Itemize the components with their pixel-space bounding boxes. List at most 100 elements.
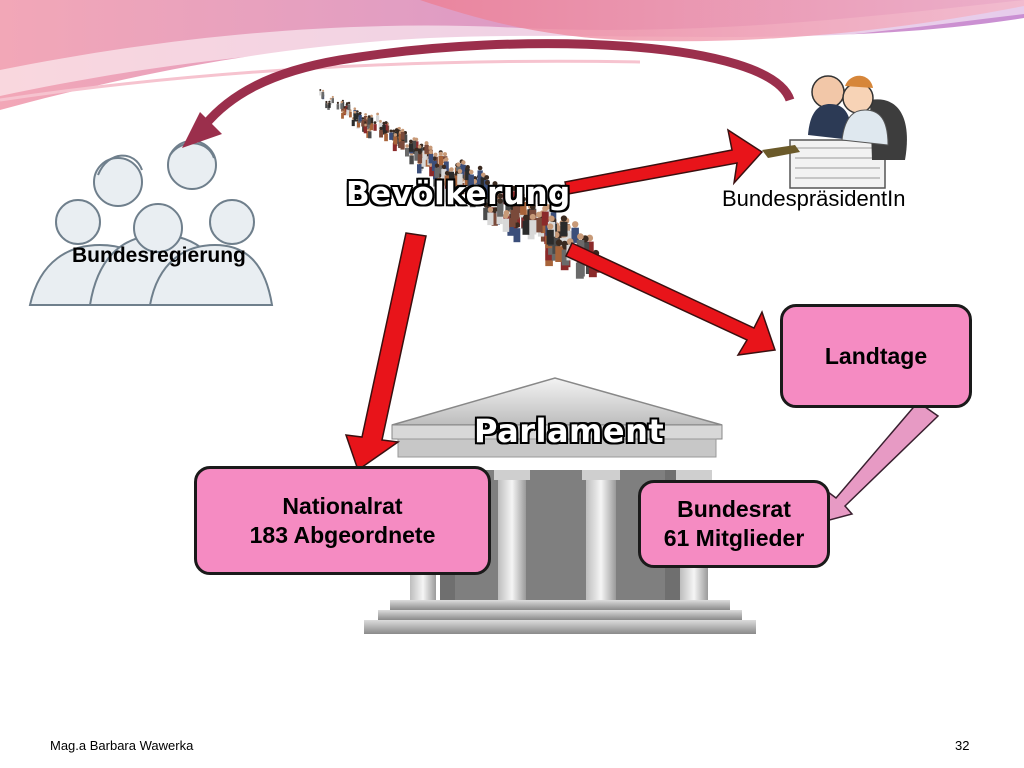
crowd-person	[357, 121, 361, 128]
crowd-person	[444, 161, 449, 172]
crowd-person	[429, 166, 434, 177]
crowd-person	[513, 206, 520, 220]
crowd-person	[436, 178, 442, 189]
crowd-person-head	[322, 89, 325, 92]
crowd-person-head	[325, 100, 328, 104]
crowd-person	[513, 228, 521, 243]
crowd-person-head	[428, 150, 433, 154]
crowd-person-head	[347, 101, 351, 105]
crowd-person	[363, 116, 368, 123]
crowd-person	[329, 99, 332, 105]
crowd-person	[424, 144, 429, 154]
crowd-person	[441, 169, 447, 180]
population-label: Bevölkerung	[346, 176, 571, 212]
crowd-person	[468, 174, 474, 186]
crowd-person	[336, 104, 340, 110]
nationalrat-title: Nationalrat	[282, 492, 403, 519]
crowd-person	[353, 113, 357, 120]
crowd-person	[502, 218, 510, 232]
crowd-person	[487, 212, 494, 226]
crowd-person	[367, 122, 371, 130]
crowd-person	[341, 113, 344, 119]
crowd-person-head	[340, 100, 343, 104]
crowd-person-head	[497, 198, 503, 204]
crowd-person-head	[434, 163, 440, 168]
crowd-person	[384, 133, 388, 142]
crowd-person	[555, 246, 563, 262]
crowd-person-head	[345, 103, 349, 106]
parliament-label: Parlament	[474, 412, 665, 450]
crowd-person-head	[461, 160, 466, 165]
crowd-person	[414, 141, 419, 150]
crowd-person	[422, 150, 427, 160]
crowd-person	[449, 185, 455, 197]
crowd-person	[408, 143, 413, 152]
crowd-person	[477, 170, 483, 182]
crowd-person	[351, 119, 355, 127]
crowd-person	[389, 132, 393, 140]
crowd-person	[444, 175, 450, 186]
crowd-person	[365, 119, 369, 127]
bundesrat-title: Bundesrat	[677, 496, 791, 523]
crowd-person	[560, 221, 568, 237]
crowd-person	[346, 109, 350, 116]
crowd-person	[363, 126, 367, 134]
crowd-person-head	[515, 188, 522, 195]
crowd-person	[552, 238, 560, 254]
crowd-person-head	[328, 100, 331, 103]
crowd-person-head	[414, 147, 419, 152]
crowd-person	[378, 122, 383, 130]
crowd-person	[384, 124, 388, 132]
crowd-person	[535, 217, 543, 233]
crowd-person-head	[361, 117, 365, 120]
crowd-person-head	[484, 175, 490, 180]
crowd-person	[433, 176, 439, 187]
crowd-person	[382, 124, 386, 132]
crowd-person-head	[405, 144, 409, 148]
crowd-person	[585, 241, 594, 258]
crowd-person-head	[503, 212, 509, 219]
crowd-person	[547, 221, 556, 237]
crowd-person	[393, 136, 398, 145]
crowd-person	[373, 124, 377, 131]
crowd-person	[343, 108, 347, 115]
crowd-person	[431, 160, 437, 171]
crowd-person	[417, 164, 422, 174]
crowd-person-head	[364, 113, 367, 116]
crowd-person-head	[417, 144, 422, 149]
crowd-person-head	[485, 180, 490, 186]
crowd-person	[319, 91, 322, 96]
crowd-person-head	[378, 119, 382, 123]
crowd-person	[571, 227, 579, 243]
crowd-person	[502, 191, 509, 205]
crowd-person-head	[523, 214, 529, 221]
arrow-population-to-nationalrat	[344, 232, 427, 472]
crowd-person	[417, 154, 423, 164]
crowd-person	[529, 220, 537, 235]
crowd-person	[355, 112, 359, 119]
crowd-person	[322, 91, 325, 97]
crowd-person-head	[513, 200, 519, 206]
crowd-person	[409, 155, 414, 165]
crowd-person-head	[477, 165, 483, 171]
president-label: BundespräsidentIn	[722, 186, 906, 211]
crowd-person-head	[424, 141, 429, 145]
crowd-person	[368, 131, 372, 139]
crowd-person	[331, 98, 334, 104]
crowd-person	[492, 186, 498, 199]
crowd-person-head	[393, 133, 398, 137]
crowd-person	[448, 171, 454, 183]
crowd-person-head	[353, 107, 357, 110]
footer-author: Mag.a Barbara Wawerka	[50, 738, 194, 753]
crowd-person-head	[389, 129, 393, 133]
crowd-person	[347, 104, 351, 111]
crowd-person-head	[329, 97, 332, 100]
crowd-person-head	[492, 181, 498, 187]
crowd-person	[411, 145, 416, 155]
crowd-person	[428, 154, 434, 164]
crowd-person-head	[358, 111, 362, 115]
crowd-person-head	[473, 187, 478, 193]
government-illustration	[28, 140, 274, 306]
crowd-person	[367, 118, 371, 125]
crowd-person-head	[456, 162, 461, 167]
